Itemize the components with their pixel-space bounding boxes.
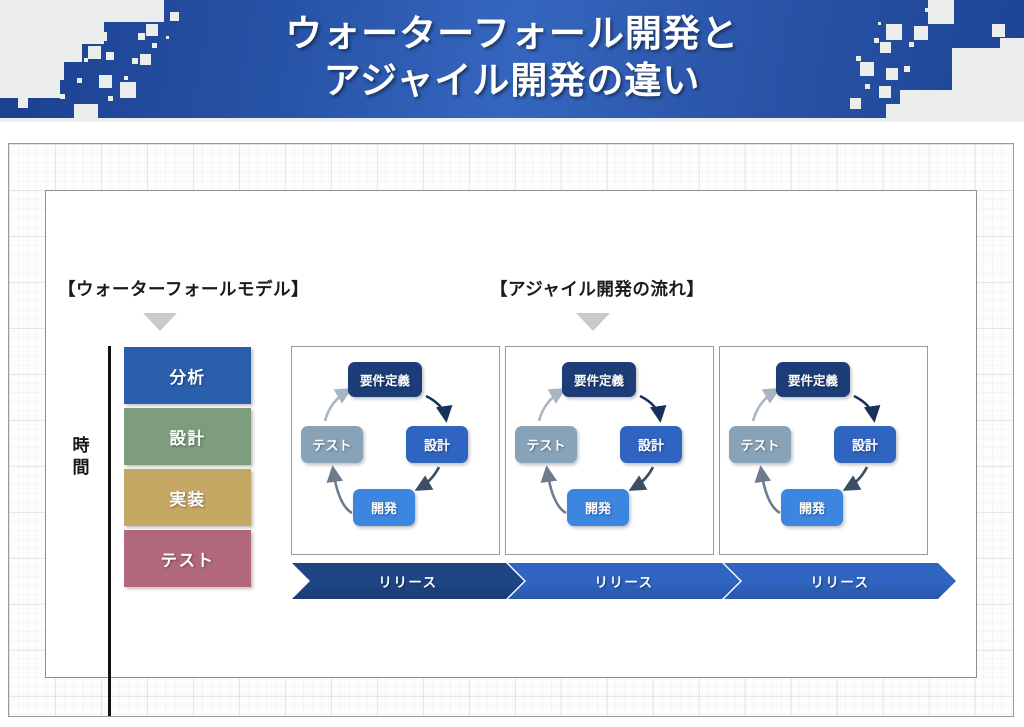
time-axis-label: 時間: [72, 436, 90, 477]
cycle-1-node-development[interactable]: 開発: [353, 489, 415, 526]
release-chevron-3[interactable]: リリース: [724, 563, 956, 599]
waterfall-stage-analysis[interactable]: 分析: [124, 347, 251, 404]
agile-cycle-panel-3: 要件定義 設計 開発 テスト: [719, 346, 928, 555]
cycle-3-node-development[interactable]: 開発: [781, 489, 843, 526]
cycle-3-node-requirements[interactable]: 要件定義: [776, 362, 850, 397]
header-banner: ウォーターフォール開発と アジャイル開発の違い: [0, 0, 1024, 122]
time-axis-line: [108, 346, 111, 716]
cycle-3-node-test[interactable]: テスト: [729, 426, 791, 463]
waterfall-stage-design[interactable]: 設計: [124, 408, 251, 465]
mosaic-decoration-right: [814, 0, 1024, 118]
page-title: ウォーターフォール開発と アジャイル開発の違い: [0, 10, 1024, 104]
mosaic-decoration-left: [0, 0, 230, 120]
agile-down-triangle-icon: [576, 313, 610, 331]
waterfall-stage-test[interactable]: テスト: [124, 530, 251, 587]
release-chevron-2[interactable]: リリース: [508, 563, 740, 599]
agile-cycle-panel-1: 要件定義 設計 開発 テスト: [291, 346, 500, 555]
cycle-1-node-design[interactable]: 設計: [406, 426, 468, 463]
diagram-canvas: 【ウォーターフォールモデル】 【アジャイル開発の流れ】 時間 分析 設計 実装 …: [45, 190, 977, 716]
waterfall-heading: 【ウォーターフォールモデル】: [58, 279, 309, 299]
cycle-2-node-requirements[interactable]: 要件定義: [562, 362, 636, 397]
cycle-1-node-requirements[interactable]: 要件定義: [348, 362, 422, 397]
cycle-2-node-design[interactable]: 設計: [620, 426, 682, 463]
page-title-line-2: アジャイル開発の違い: [323, 60, 701, 101]
release-chevron-1[interactable]: リリース: [292, 563, 524, 599]
cycle-1-node-test[interactable]: テスト: [301, 426, 363, 463]
waterfall-down-triangle-icon: [143, 313, 177, 331]
page-title-line-1: ウォーターフォール開発と: [285, 13, 739, 54]
agile-cycle-panel-2: 要件定義 設計 開発 テスト: [505, 346, 714, 555]
waterfall-stage-implementation[interactable]: 実装: [124, 469, 251, 526]
cycle-2-node-test[interactable]: テスト: [515, 426, 577, 463]
agile-heading: 【アジャイル開発の流れ】: [490, 279, 705, 299]
cycle-2-node-development[interactable]: 開発: [567, 489, 629, 526]
grid-background-frame: 【ウォーターフォールモデル】 【アジャイル開発の流れ】 時間 分析 設計 実装 …: [8, 143, 1014, 717]
cycle-3-node-design[interactable]: 設計: [834, 426, 896, 463]
